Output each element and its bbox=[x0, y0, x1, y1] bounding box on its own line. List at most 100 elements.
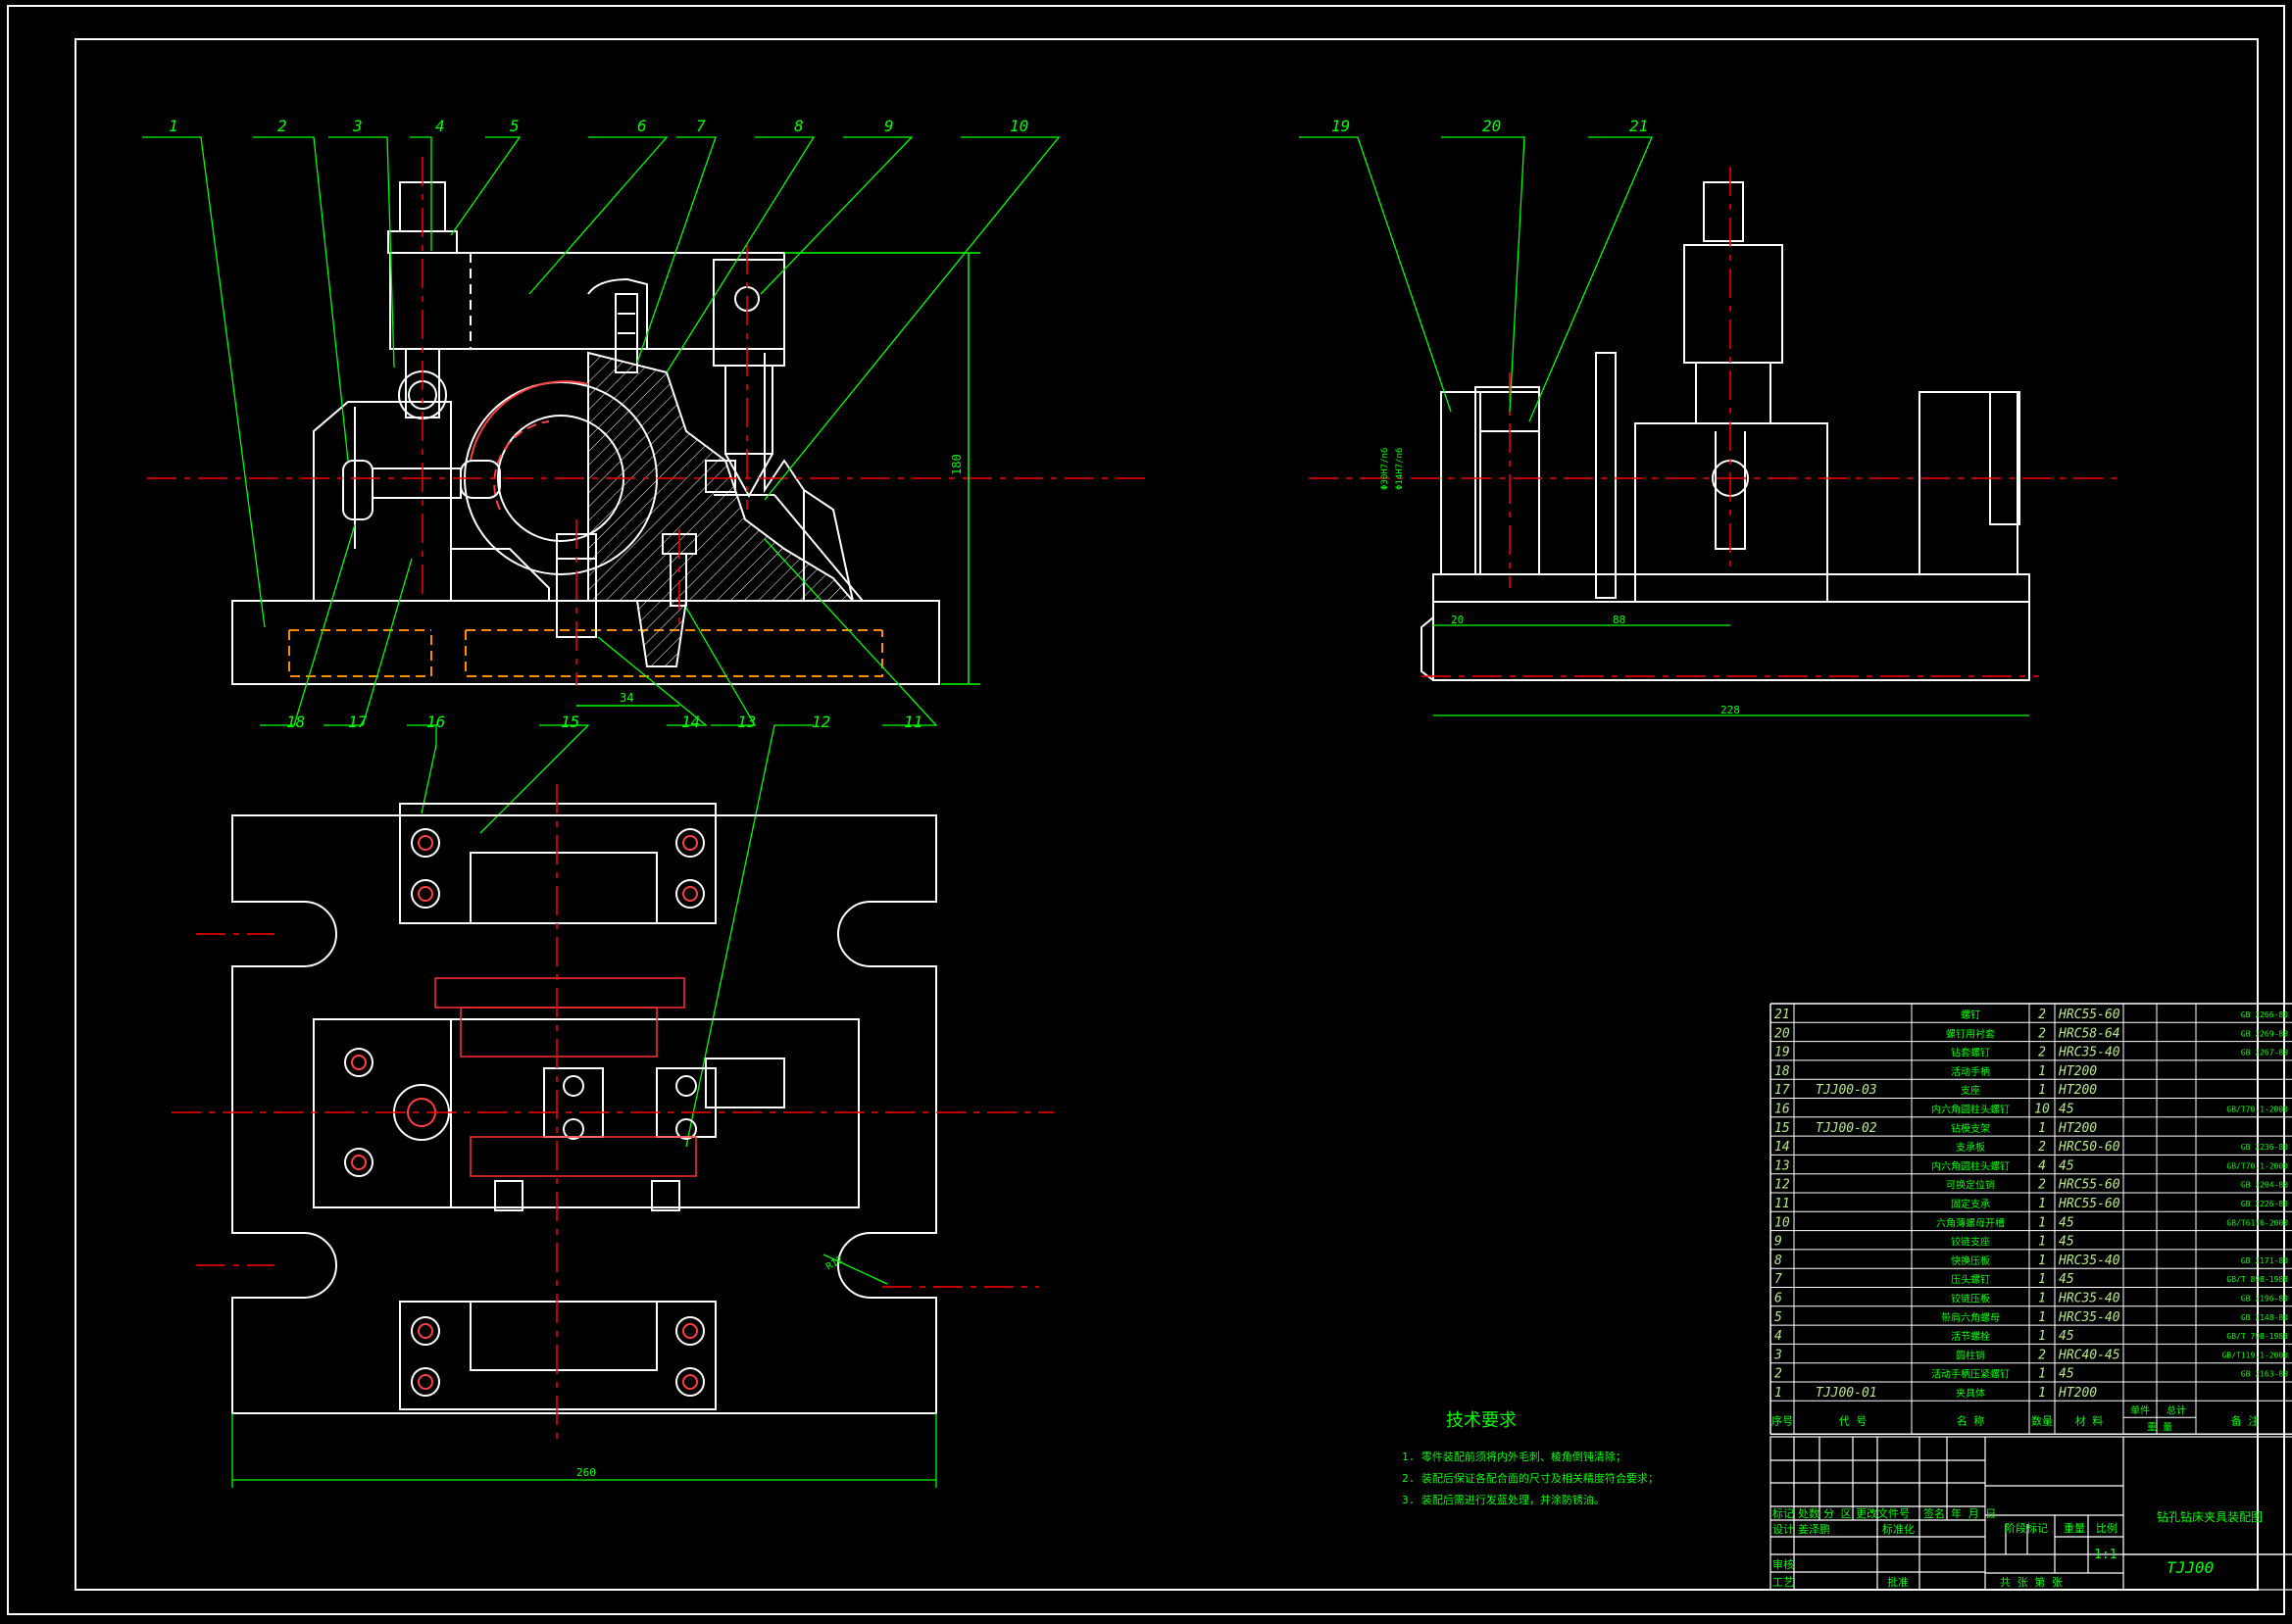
bom-header-qty: 数量 bbox=[2031, 1414, 2053, 1427]
bom-row-name: 钻模支架 bbox=[1951, 1122, 1990, 1135]
balloon-20: 20 bbox=[1482, 117, 1501, 135]
bom-header-code: 代 号 bbox=[1839, 1414, 1868, 1427]
tb-role-design: 设计 bbox=[1772, 1523, 1794, 1536]
balloon-3: 3 bbox=[352, 117, 363, 135]
bom-row-no: 20 bbox=[1774, 1026, 1790, 1041]
bom-row-std: GB 2267-80 bbox=[2241, 1049, 2288, 1058]
balloon-6: 6 bbox=[637, 117, 647, 135]
bom-row-material: 45 bbox=[2059, 1103, 2074, 1117]
bom-row-no: 3 bbox=[1773, 1348, 1782, 1362]
plan-dimensions bbox=[231, 1254, 937, 1488]
tb-designer: 姜泽鹏 bbox=[1798, 1522, 1830, 1536]
bom-row-material: HT200 bbox=[2058, 1064, 2097, 1079]
bom-row-material: 45 bbox=[2059, 1215, 2074, 1230]
tb-drawing-name: 钻孔钻床夹具装配图 bbox=[2157, 1509, 2263, 1524]
bom-header-material: 材 料 bbox=[2075, 1413, 2104, 1427]
tb-standardized: 标准化 bbox=[1882, 1522, 1915, 1536]
tb-drawing-number: TJJ00 bbox=[2167, 1558, 2214, 1577]
balloon-18: 18 bbox=[286, 713, 305, 731]
bom-row-qty: 2 bbox=[2038, 1140, 2046, 1155]
bom-row-name: 圆柱销 bbox=[1956, 1349, 1985, 1361]
bom-header-weight: 重 量 bbox=[2147, 1420, 2172, 1433]
bom-row-std: GB/T119.1-2000 bbox=[2222, 1351, 2289, 1359]
bom-row-material: HT200 bbox=[2058, 1386, 2097, 1401]
bom-row-no: 8 bbox=[1774, 1254, 1782, 1268]
drawing-frame bbox=[7, 5, 2285, 1615]
bom-row-std: GB/T 798-1988 bbox=[2226, 1332, 2288, 1341]
balloon-10: 10 bbox=[1010, 117, 1028, 135]
side-centerlines bbox=[1309, 167, 2118, 677]
dim-front-height: 180 bbox=[950, 454, 964, 475]
tb-label-zone: 分 区 bbox=[1823, 1507, 1852, 1520]
bom-row-name: 活节螺栓 bbox=[1951, 1330, 1990, 1343]
bom-row-name: 快换压板 bbox=[1951, 1255, 1990, 1267]
bom-row-name: 带肩六角螺母 bbox=[1941, 1311, 2000, 1324]
tb-role-review: 审核 bbox=[1772, 1557, 1794, 1571]
tech-requirement-2: 2. 装配后保证各配合面的尺寸及相关精度符合要求； bbox=[1402, 1471, 1659, 1485]
tb-label-mark: 标记 bbox=[1772, 1506, 1794, 1520]
balloon-4: 4 bbox=[435, 117, 445, 135]
bom-row-name: 活动手柄 bbox=[1951, 1065, 1990, 1078]
bom-row-name: 固定支承 bbox=[1951, 1198, 1990, 1210]
bom-row-material: HRC55-60 bbox=[2058, 1197, 2120, 1211]
balloon-14: 14 bbox=[681, 713, 700, 731]
bom-row-std: GB 2269-80 bbox=[2241, 1029, 2288, 1038]
bom-row-code: TJJ00-03 bbox=[1816, 1083, 1877, 1098]
bom-row-material: HRC35-40 bbox=[2058, 1310, 2120, 1325]
bom-row-qty: 2 bbox=[2038, 1026, 2046, 1041]
bom-row-name: 夹具体 bbox=[1956, 1387, 1985, 1400]
bom-row-qty: 1 bbox=[2038, 1310, 2046, 1325]
bom-row-qty: 1 bbox=[2038, 1292, 2046, 1306]
tb-scale-label: 比例 bbox=[2096, 1521, 2118, 1535]
bom-row-material: 45 bbox=[2059, 1272, 2074, 1287]
bom-row-name: 活动手柄压紧螺钉 bbox=[1931, 1368, 2010, 1381]
bom-row-no: 17 bbox=[1774, 1083, 1790, 1098]
balloon-16: 16 bbox=[426, 713, 445, 731]
side-tolerance-1: Φ30H7/n6 bbox=[1380, 448, 1390, 490]
bom-header-no: 序号 bbox=[1771, 1413, 1793, 1427]
dim-side-mid: 88 bbox=[1613, 614, 1625, 626]
tech-requirements-title: 技术要求 bbox=[1446, 1410, 1517, 1431]
bom-row-no: 16 bbox=[1774, 1103, 1790, 1117]
tb-label-change: 更改文件号 bbox=[1856, 1506, 1910, 1520]
bom-row-no: 19 bbox=[1774, 1046, 1790, 1060]
bom-row-material: HRC35-40 bbox=[2058, 1254, 2120, 1268]
bom-row-no: 12 bbox=[1774, 1178, 1790, 1193]
bom-row-material: HRC58-64 bbox=[2058, 1026, 2120, 1041]
balloon-21: 21 bbox=[1629, 117, 1648, 135]
tb-sheets: 共 张 第 张 bbox=[2000, 1575, 2063, 1589]
bom-row-std: GB 2148-80 bbox=[2241, 1313, 2288, 1322]
side-tolerance-2: Φ14H7/n6 bbox=[1395, 448, 1405, 490]
dim-side-left: 20 bbox=[1451, 614, 1464, 626]
bom-row-material: HRC55-60 bbox=[2058, 1008, 2120, 1022]
bom-row-material: HRC35-40 bbox=[2058, 1292, 2120, 1306]
bom-row-code: TJJ00-02 bbox=[1816, 1121, 1877, 1136]
bom-row-std: GB 2204-80 bbox=[2241, 1181, 2288, 1190]
bom-row-qty: 1 bbox=[2038, 1386, 2046, 1401]
bom-row-material: HRC35-40 bbox=[2058, 1046, 2120, 1060]
plan-centerlines bbox=[172, 784, 1054, 1441]
side-balloons: 19 20 21 bbox=[1331, 117, 1648, 135]
bom-row-std: GB/T6176-2000 bbox=[2226, 1218, 2288, 1227]
bom-row-std: GB 2171-80 bbox=[2241, 1256, 2288, 1265]
balloon-15: 15 bbox=[561, 713, 579, 731]
bom-row-material: 45 bbox=[2059, 1235, 2074, 1250]
bom-row-std: GB 2163-80 bbox=[2241, 1370, 2288, 1379]
bom-header-name: 名 称 bbox=[1957, 1413, 1985, 1427]
plan-holes bbox=[344, 828, 705, 1397]
balloon-7: 7 bbox=[696, 117, 706, 135]
bom-row-std: GB/T70.1-2000 bbox=[2226, 1161, 2288, 1170]
tb-label-count: 处数 bbox=[1798, 1507, 1819, 1520]
tech-requirement-3: 3. 装配后需进行发蓝处理，并涂防锈油。 bbox=[1402, 1493, 1605, 1506]
bom-header-unit-weight: 单件 bbox=[2130, 1404, 2150, 1416]
bom-row-qty: 1 bbox=[2038, 1254, 2046, 1268]
bom-row-std: GB 2196-80 bbox=[2241, 1295, 2288, 1304]
bom-row-name: 可换定位销 bbox=[1946, 1179, 1995, 1192]
bom-row-name: 支座 bbox=[1961, 1084, 1980, 1097]
bom-row-no: 7 bbox=[1774, 1272, 1782, 1287]
dim-plan-width: 260 bbox=[576, 1466, 596, 1479]
bom-row-no: 13 bbox=[1774, 1158, 1790, 1173]
bom-row-code: TJJ00-01 bbox=[1816, 1386, 1877, 1401]
